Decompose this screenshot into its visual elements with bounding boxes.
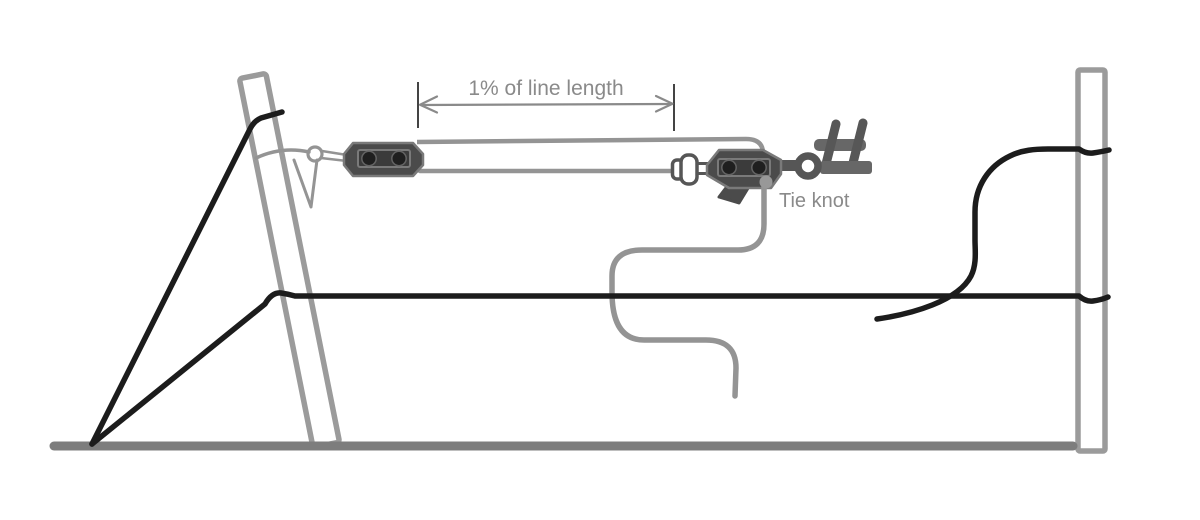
left-leaning-post [237,71,342,450]
anchor-hardware [779,118,872,180]
arrow-shaft [419,102,674,107]
fence-post-right-icon [847,118,868,172]
tensioning-tool [705,148,783,205]
arrowhead-left-icon [418,95,439,114]
rope-clamp [342,141,425,178]
fence-posts [820,118,868,173]
measurement-annotation: 1% of line length [417,77,675,131]
right-post [1075,67,1108,454]
tool-roller-left [721,159,737,176]
slack-rope-v [292,158,319,209]
black-wires [89,109,1112,447]
rope-loop [306,145,324,163]
ring-connector-bar [779,160,797,171]
ring-icon [794,152,822,180]
rope-end-plug [670,153,716,186]
plug-flange-large [679,153,699,186]
main-wire [89,290,1111,447]
left-post-rigging [254,145,349,209]
guy-wire [89,109,285,447]
doubled-rope-lower [319,156,349,163]
knot-point-dot [759,175,773,189]
clamp-roller-right [391,150,407,167]
top-rope-strand [416,136,766,153]
clamp-roller-left [361,150,377,167]
tool-roller-right [751,159,767,176]
rope-tail [609,184,767,399]
fence-bottom-bar [820,161,872,174]
upper-right-wire [874,146,1112,322]
knot-label: Tie knot [779,190,850,212]
double-arrow [418,94,674,114]
rope-over-post [254,148,311,160]
arrowhead-right-icon [654,94,674,113]
measurement-label: 1% of line length [468,77,623,100]
fence-post-left-icon [820,119,841,173]
